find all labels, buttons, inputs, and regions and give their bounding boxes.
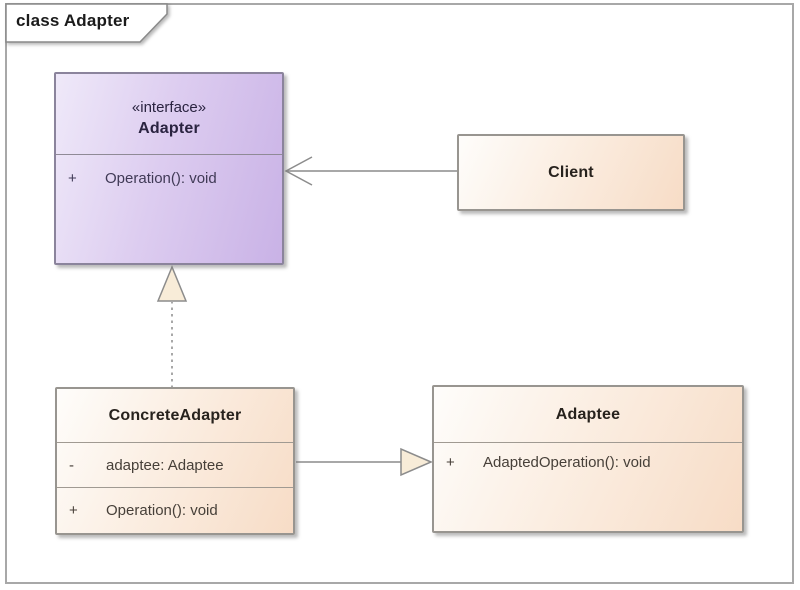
hollow-triangle-arrowhead-icon xyxy=(400,447,433,477)
adapter-stereotype: «interface» xyxy=(131,98,207,116)
hollow-triangle-arrowhead-icon xyxy=(156,265,188,302)
visibility-marker: - xyxy=(69,456,74,474)
open-arrowhead-icon xyxy=(284,156,313,186)
client-class-name: Client xyxy=(548,163,594,181)
visibility-marker: + xyxy=(69,502,78,519)
operation-signature: Operation(): void xyxy=(105,169,217,187)
adapter-operation: + Operation(): void xyxy=(68,166,278,190)
operation-signature: AdaptedOperation(): void xyxy=(483,453,651,471)
class-box-adaptee: Adaptee + AdaptedOperation(): void xyxy=(432,385,744,533)
operation-signature: Operation(): void xyxy=(106,502,218,519)
adaptee-operation: + AdaptedOperation(): void xyxy=(446,450,738,474)
class-box-client: Client xyxy=(457,134,685,211)
concrete-adapter-class-name: ConcreteAdapter xyxy=(108,406,242,424)
adapter-class-name: Adapter xyxy=(138,119,200,137)
frame-label: class Adapter xyxy=(16,11,130,30)
attribute-signature: adaptee: Adaptee xyxy=(106,456,224,474)
concrete-adapter-attribute: - adaptee: Adaptee xyxy=(69,453,224,477)
adaptee-class-name: Adaptee xyxy=(555,405,621,423)
visibility-marker: + xyxy=(68,169,77,187)
diagram-frame-border xyxy=(5,3,794,584)
class-box-concrete-adapter: ConcreteAdapter - adaptee: Adaptee + Ope… xyxy=(55,387,295,535)
frame-label-tab xyxy=(5,3,168,43)
visibility-marker: + xyxy=(446,453,455,471)
concrete-adapter-operation: + Operation(): void xyxy=(69,499,218,523)
class-box-adapter: «interface» Adapter + Operation(): void xyxy=(54,72,284,265)
